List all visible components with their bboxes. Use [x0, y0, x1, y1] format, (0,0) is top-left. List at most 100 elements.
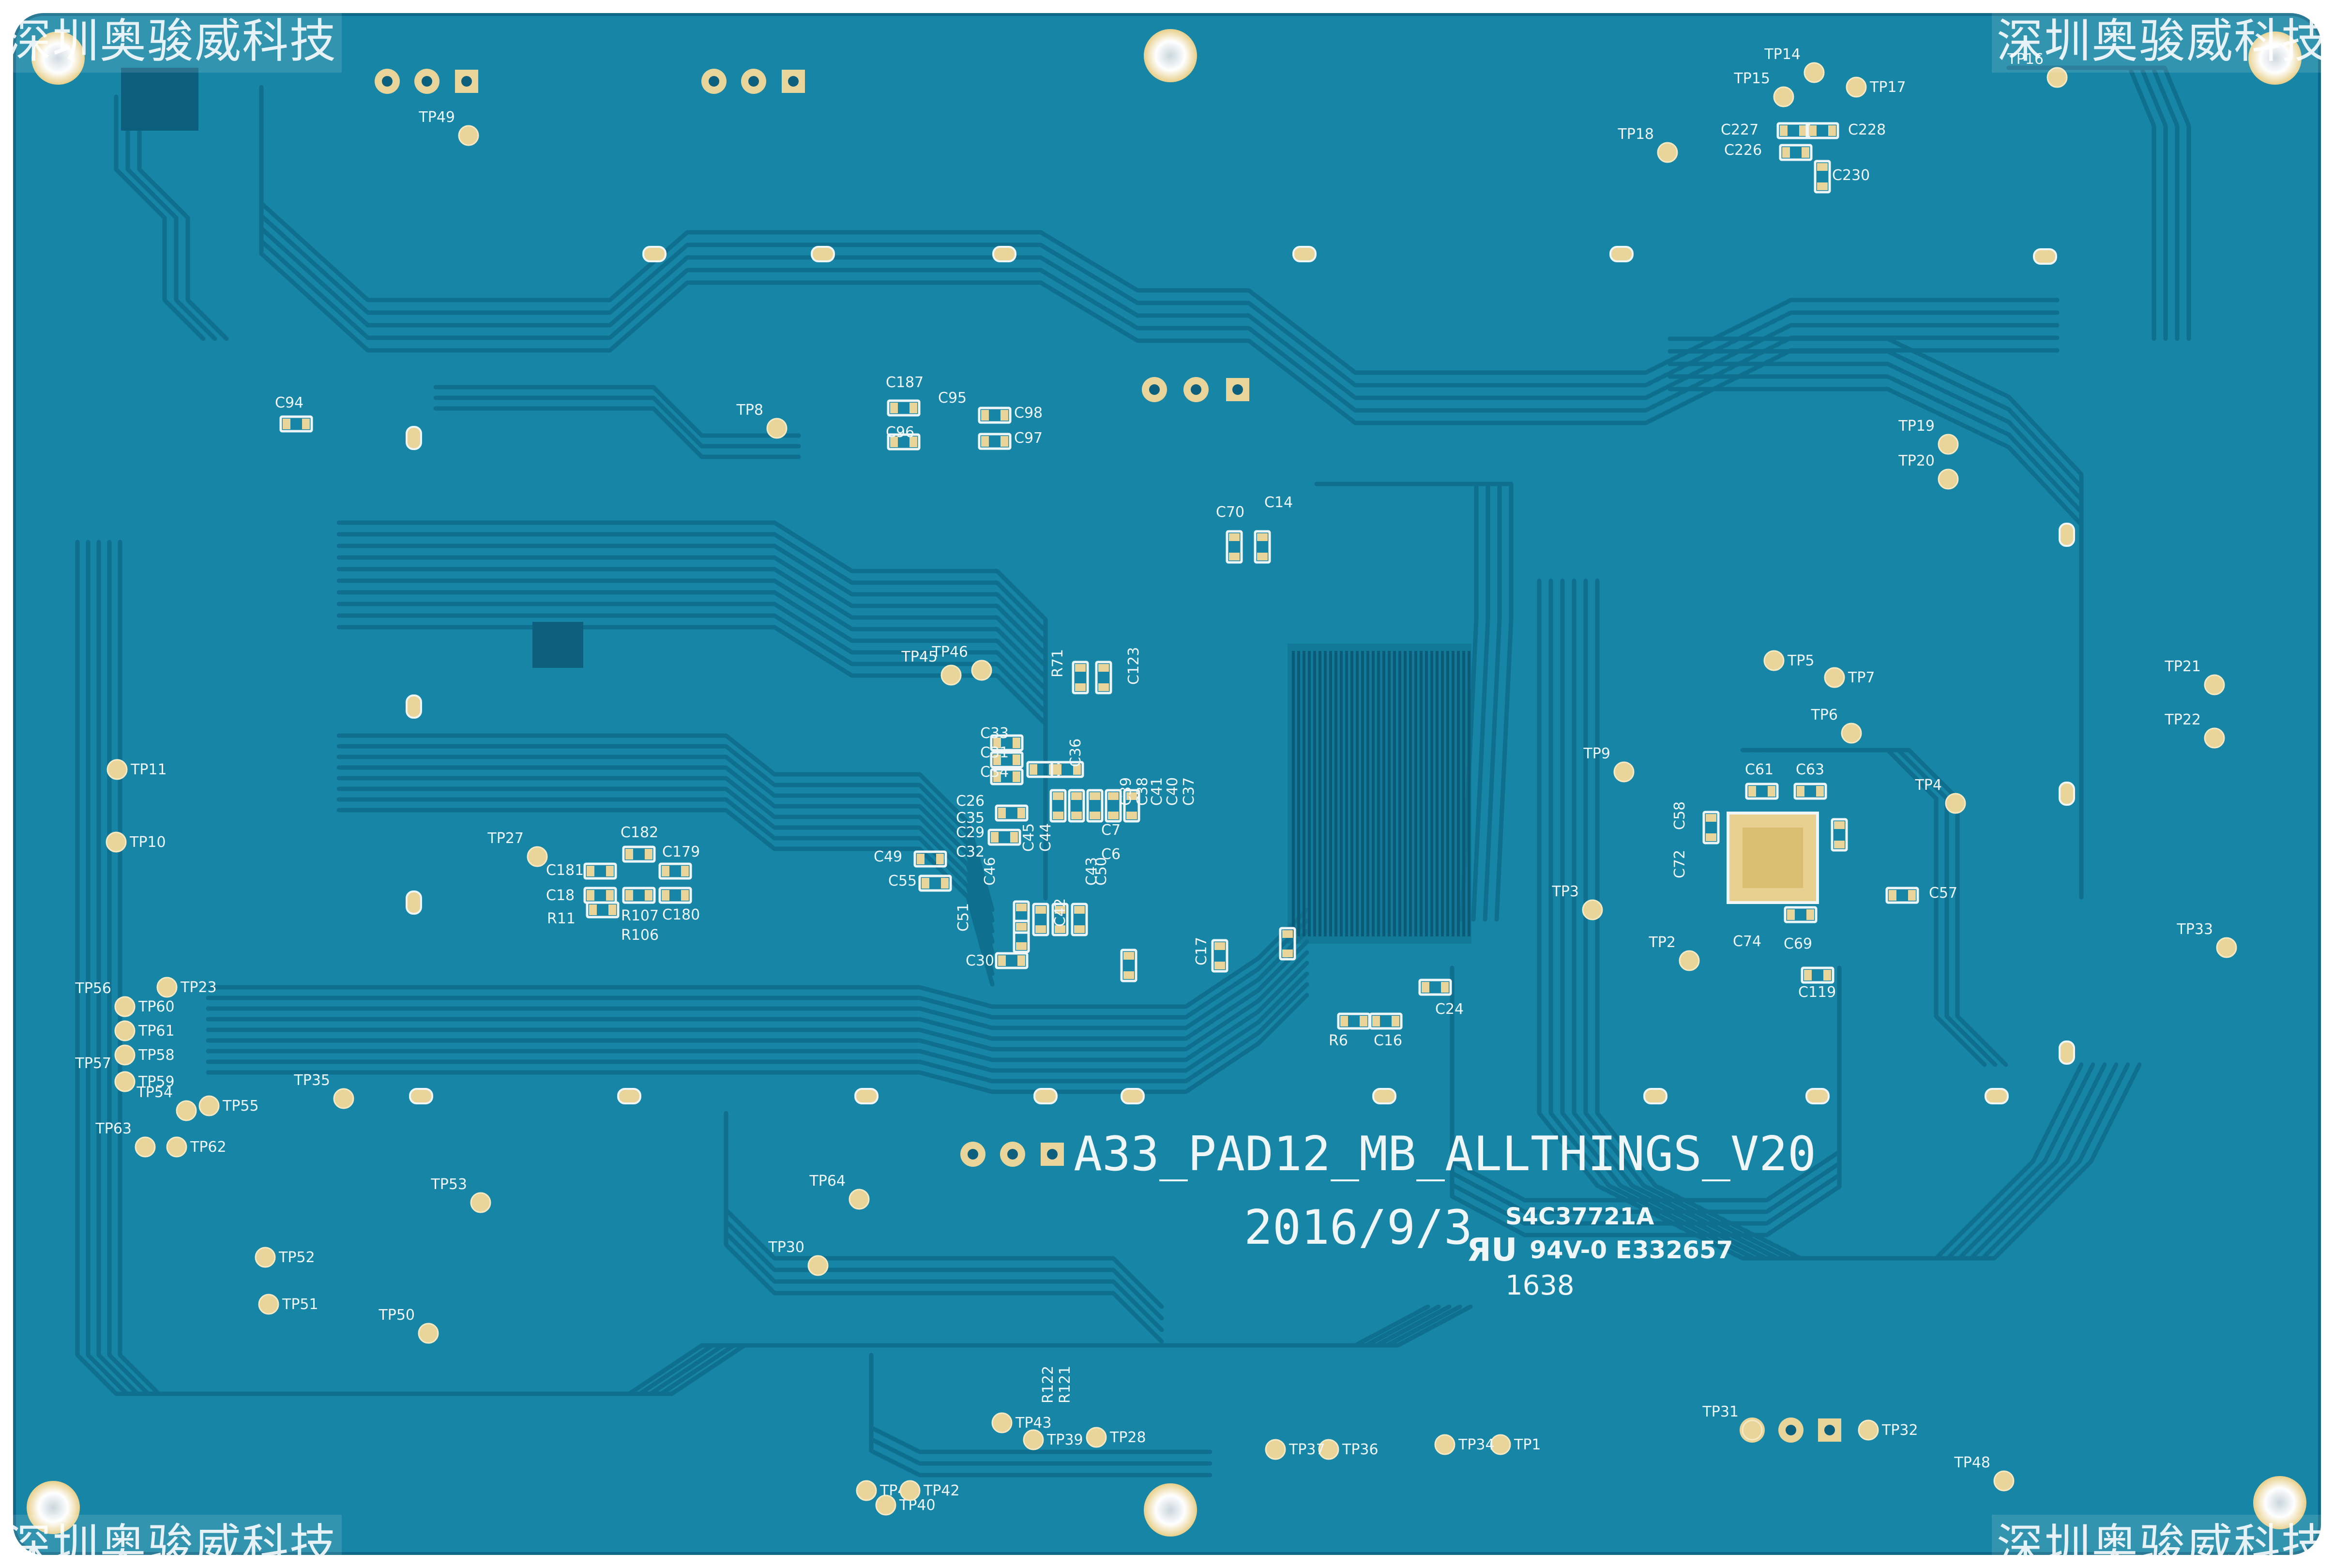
smd-outline — [995, 804, 1029, 822]
ref-c18: C18 — [546, 887, 575, 904]
smd-outline — [1095, 661, 1112, 694]
test-point-label: TP32 — [1881, 1422, 1918, 1439]
trace — [869, 1376, 1212, 1478]
test-point-label: TP31 — [1702, 1403, 1739, 1420]
ref-c51: C51 — [955, 903, 972, 932]
watermark-bottom-right: 深圳奥骏威科技 — [1992, 1515, 2334, 1568]
trace — [433, 395, 801, 449]
smd-pad — [941, 878, 949, 889]
trace — [259, 110, 2060, 400]
test-point-tp39: TP39 — [1023, 1429, 1083, 1450]
ref-c41: C41 — [1149, 777, 1166, 806]
smd-pad — [681, 890, 689, 901]
smd-pad — [1030, 764, 1037, 775]
test-point-tp20: TP20 — [1898, 452, 1959, 490]
ref-c119: C119 — [1798, 984, 1836, 1001]
ref-r121: R121 — [1057, 1366, 1074, 1403]
test-point-pad — [1763, 650, 1785, 671]
ref-c33: C33 — [980, 725, 1009, 742]
trace — [206, 961, 1309, 1062]
ref-c58: C58 — [1671, 801, 1688, 830]
smd-pad — [922, 878, 929, 889]
smd-outline — [978, 407, 1012, 424]
trace — [336, 776, 995, 955]
smd-outline — [1793, 783, 1827, 800]
smd-pad — [1075, 664, 1086, 672]
test-point-pad — [135, 1136, 156, 1158]
test-point-pad — [1846, 76, 1867, 98]
ref-c39: C39 — [1118, 777, 1135, 806]
test-point-label: TP30 — [768, 1239, 804, 1256]
test-point-pad — [166, 1136, 187, 1158]
smd-pad — [1834, 841, 1845, 848]
oval-pad — [409, 1088, 433, 1104]
ref-c69: C69 — [1784, 935, 1812, 952]
test-point-tp14: TP14 — [1764, 46, 1825, 83]
smd-pad — [909, 437, 917, 447]
smd-outline — [1086, 789, 1104, 823]
test-point-tp31: TP31 — [1702, 1403, 1763, 1441]
smd-pad — [1074, 925, 1085, 933]
trace — [206, 982, 1309, 1084]
oval-pad — [1985, 1088, 2009, 1104]
smd-outline — [990, 751, 1024, 769]
ref-c70: C70 — [1216, 504, 1244, 521]
test-point-label: TP22 — [2164, 711, 2201, 728]
test-point-label: TP46 — [931, 644, 968, 661]
smd-pad — [1441, 982, 1449, 993]
trace — [118, 540, 1473, 1396]
smd-outline — [1120, 949, 1137, 982]
smd-outline — [987, 829, 1021, 846]
test-point-pad — [1938, 434, 1959, 455]
smd-pad — [917, 854, 925, 864]
smd-pad — [1010, 832, 1018, 843]
test-point-label: TP58 — [138, 1047, 175, 1064]
ref-c24: C24 — [1435, 1001, 1464, 1018]
smd-pad — [1126, 792, 1137, 800]
smd-outline — [1702, 811, 1720, 844]
smd-pad — [909, 403, 917, 413]
test-point-tp17: TP17 — [1846, 76, 1906, 98]
smd-pad — [1123, 971, 1134, 979]
test-point-label: TP19 — [1898, 418, 1935, 435]
test-point-label: TP62 — [190, 1139, 227, 1156]
trace — [1560, 578, 2107, 1261]
trace — [206, 929, 1309, 1030]
mounting-hole — [1144, 1483, 1197, 1537]
trace — [433, 406, 801, 459]
mounting-hole — [27, 1481, 80, 1534]
smd-pad — [662, 866, 669, 876]
trace — [433, 385, 801, 438]
test-point-tp51: TP51 — [258, 1294, 318, 1315]
test-point-label: TP42 — [923, 1482, 960, 1499]
smd-pad — [1016, 923, 1027, 931]
ref-c230: C230 — [1832, 167, 1870, 184]
test-point-tp34: TP34 — [1434, 1434, 1495, 1455]
board-name: A33_PAD12_MB_ALLTHINGS_V20 — [1074, 1127, 1816, 1182]
oval-pad — [2033, 248, 2057, 265]
test-point-tp36: TP36 — [1318, 1439, 1379, 1460]
test-point-tp42: TP42 — [899, 1480, 960, 1501]
ul-logo-icon: ЯU — [1467, 1231, 1517, 1268]
trace — [137, 94, 229, 341]
smd-pad — [1071, 792, 1082, 800]
smd-outline — [1123, 789, 1140, 823]
oval-pad — [2059, 1040, 2075, 1065]
smd-outline — [1814, 160, 1831, 194]
oval-pad — [992, 246, 1016, 262]
oval-pad — [406, 890, 422, 915]
ref-c16: C16 — [1374, 1032, 1402, 1049]
smd-outline — [1369, 1012, 1403, 1030]
smd-pad — [1372, 1016, 1380, 1026]
test-point-pad — [1318, 1439, 1339, 1460]
smd-pad — [1360, 1016, 1367, 1026]
test-point-pad — [1824, 667, 1845, 688]
board-code: S4C37721A — [1505, 1203, 1654, 1230]
trace — [2041, 65, 2191, 341]
smd-pad — [993, 771, 1001, 782]
oval-pad — [1292, 246, 1317, 262]
smd-pad — [1809, 125, 1817, 136]
test-point-label: TP8 — [736, 402, 763, 419]
smd-pad — [1017, 955, 1025, 966]
